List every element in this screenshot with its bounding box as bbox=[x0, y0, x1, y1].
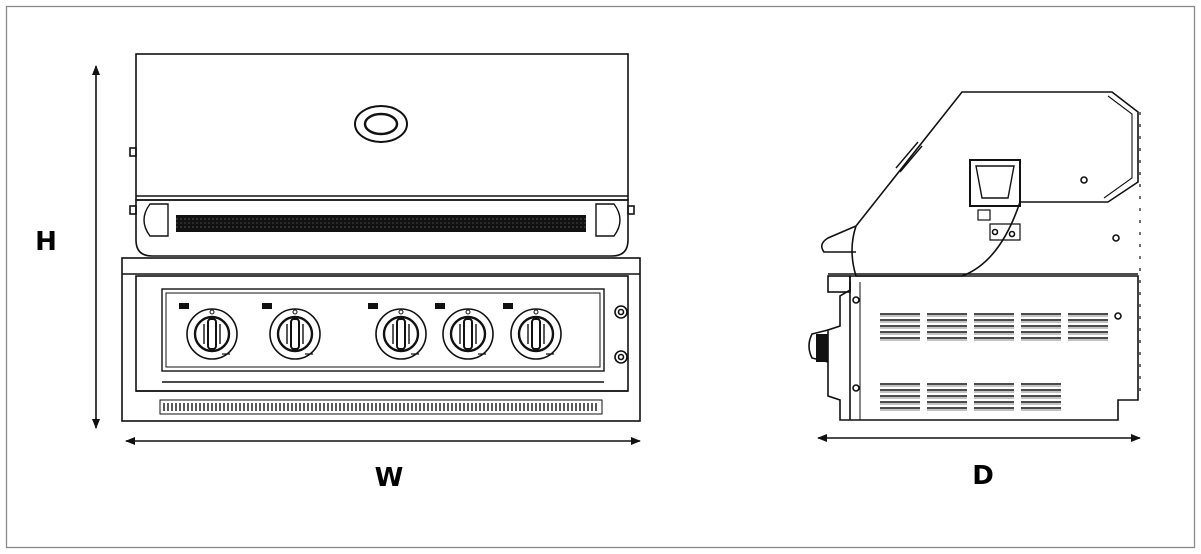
burner-knob-icon bbox=[368, 303, 427, 360]
ignition-button-icon bbox=[614, 305, 628, 319]
front-handle-band bbox=[135, 199, 629, 257]
side-body bbox=[827, 275, 1139, 421]
diagram-frame bbox=[5, 5, 1196, 549]
height-label: H bbox=[35, 227, 57, 257]
front-hood bbox=[135, 53, 629, 201]
height-dimension: H bbox=[35, 65, 100, 429]
burner-knob-icon bbox=[503, 303, 562, 360]
side-bracket bbox=[969, 159, 1021, 207]
side-view bbox=[808, 91, 1141, 421]
front-view bbox=[121, 53, 641, 422]
depth-label: D bbox=[972, 461, 994, 491]
width-label: W bbox=[375, 463, 404, 493]
depth-dimension: D bbox=[817, 434, 1141, 491]
burner-knob-icon bbox=[435, 303, 494, 360]
width-dimension: W bbox=[125, 437, 641, 493]
side-hood bbox=[855, 91, 1139, 227]
front-vent-strip bbox=[159, 399, 603, 415]
burner-knob-icon bbox=[262, 303, 321, 360]
hood-emblem-icon bbox=[354, 105, 408, 143]
light-button-icon bbox=[614, 350, 628, 364]
front-handle-bar bbox=[176, 215, 586, 232]
side-handle bbox=[820, 225, 857, 253]
control-panel bbox=[161, 288, 605, 372]
front-body bbox=[121, 257, 641, 422]
burner-knob-icon bbox=[179, 303, 238, 360]
side-knob-profile bbox=[808, 329, 829, 363]
